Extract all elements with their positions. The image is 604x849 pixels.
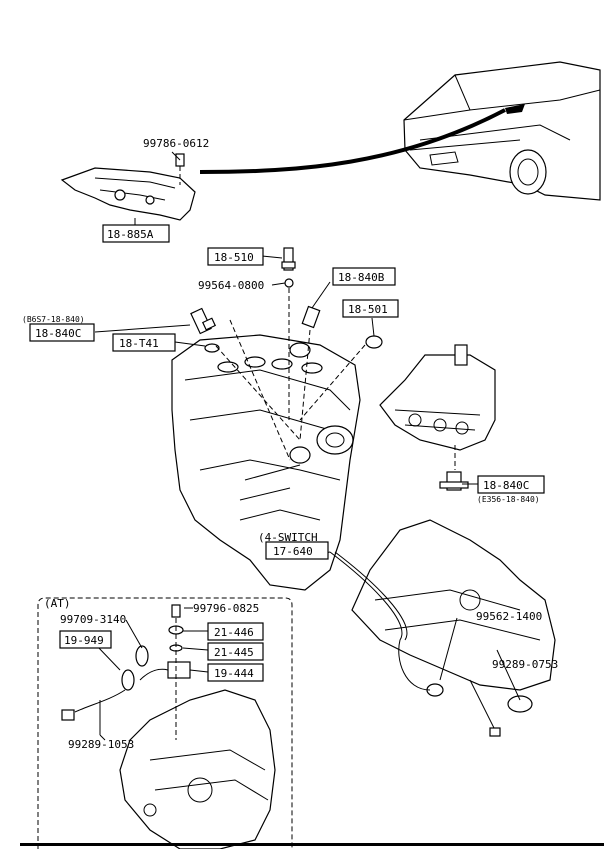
label-99786-0612: 99786-0612 <box>143 137 209 150</box>
sensor-18-840c-top <box>190 307 220 353</box>
sensor-18-840b <box>301 281 331 329</box>
label-17-640: 17-640 <box>273 545 313 558</box>
locator-line <box>299 344 366 421</box>
leader <box>439 617 458 681</box>
leader-to-car <box>199 108 506 174</box>
locator-line <box>229 319 291 461</box>
label-18-510: 18-510 <box>214 251 254 264</box>
box-18-t41 <box>112 333 176 352</box>
box-18-501 <box>342 299 399 318</box>
label-18-840c-top: 18-840C <box>35 327 81 340</box>
at-bolt-stack <box>167 604 191 740</box>
label-at: (AT) <box>44 597 71 610</box>
leader <box>496 649 521 701</box>
box-18-885a <box>102 224 170 243</box>
label-21-445: 21-445 <box>214 646 254 659</box>
label-e356: (E356-18-840) <box>477 495 540 504</box>
label-18-t41: 18-T41 <box>119 337 159 350</box>
car-illustration <box>403 61 601 201</box>
connector <box>489 727 501 737</box>
box-19-444 <box>207 663 264 682</box>
locator-line <box>299 329 311 441</box>
label-99709-3140: 99709-3140 <box>60 613 126 626</box>
label-99564-0800: 99564-0800 <box>198 279 264 292</box>
wire-17-640 <box>329 551 431 691</box>
label-b6s7: (B6S7-18-840) <box>22 315 85 324</box>
box-18-510 <box>207 247 264 266</box>
engine-block <box>171 334 361 591</box>
transmission-right <box>351 519 556 697</box>
locator-line <box>215 345 301 441</box>
label-18-840c-right: 18-840C <box>483 479 529 492</box>
box-21-445 <box>207 642 264 661</box>
sensor-18-510 <box>281 247 296 288</box>
at-hose <box>61 645 169 735</box>
label-21-446: 21-446 <box>214 626 254 639</box>
label-99289-1053: 99289-1053 <box>68 738 134 751</box>
label-18-840b: 18-840B <box>338 271 385 284</box>
wire-17-640-b <box>334 551 408 641</box>
box-18-840c-right <box>477 475 545 494</box>
clip-99289-0753 <box>507 695 533 713</box>
label-18-885a: 18-885A <box>107 228 154 241</box>
label-99289-0753: 99289-0753 <box>492 658 558 671</box>
transmission-at <box>119 689 276 849</box>
box-18-840c-top <box>29 323 95 342</box>
label-99562-1400: 99562-1400 <box>476 610 542 623</box>
box-18-840b <box>332 267 396 286</box>
label-99796-0825: 99796-0825 <box>193 602 259 615</box>
label-4-switch: (4-SWITCH <box>258 531 318 544</box>
sensor-18-501 <box>365 317 383 349</box>
label-19-949: 19-949 <box>64 634 104 647</box>
box-21-446 <box>207 622 264 641</box>
label-18-501: 18-501 <box>348 303 388 316</box>
leader-lines <box>94 151 478 741</box>
manifold-right <box>379 344 496 491</box>
label-19-444: 19-444 <box>214 667 254 680</box>
bottom-rule <box>20 843 604 846</box>
box-19-949 <box>59 630 112 649</box>
bracket-18-885a <box>60 153 196 221</box>
wire-99289-0753 <box>469 679 496 731</box>
box-17-640 <box>265 541 329 560</box>
